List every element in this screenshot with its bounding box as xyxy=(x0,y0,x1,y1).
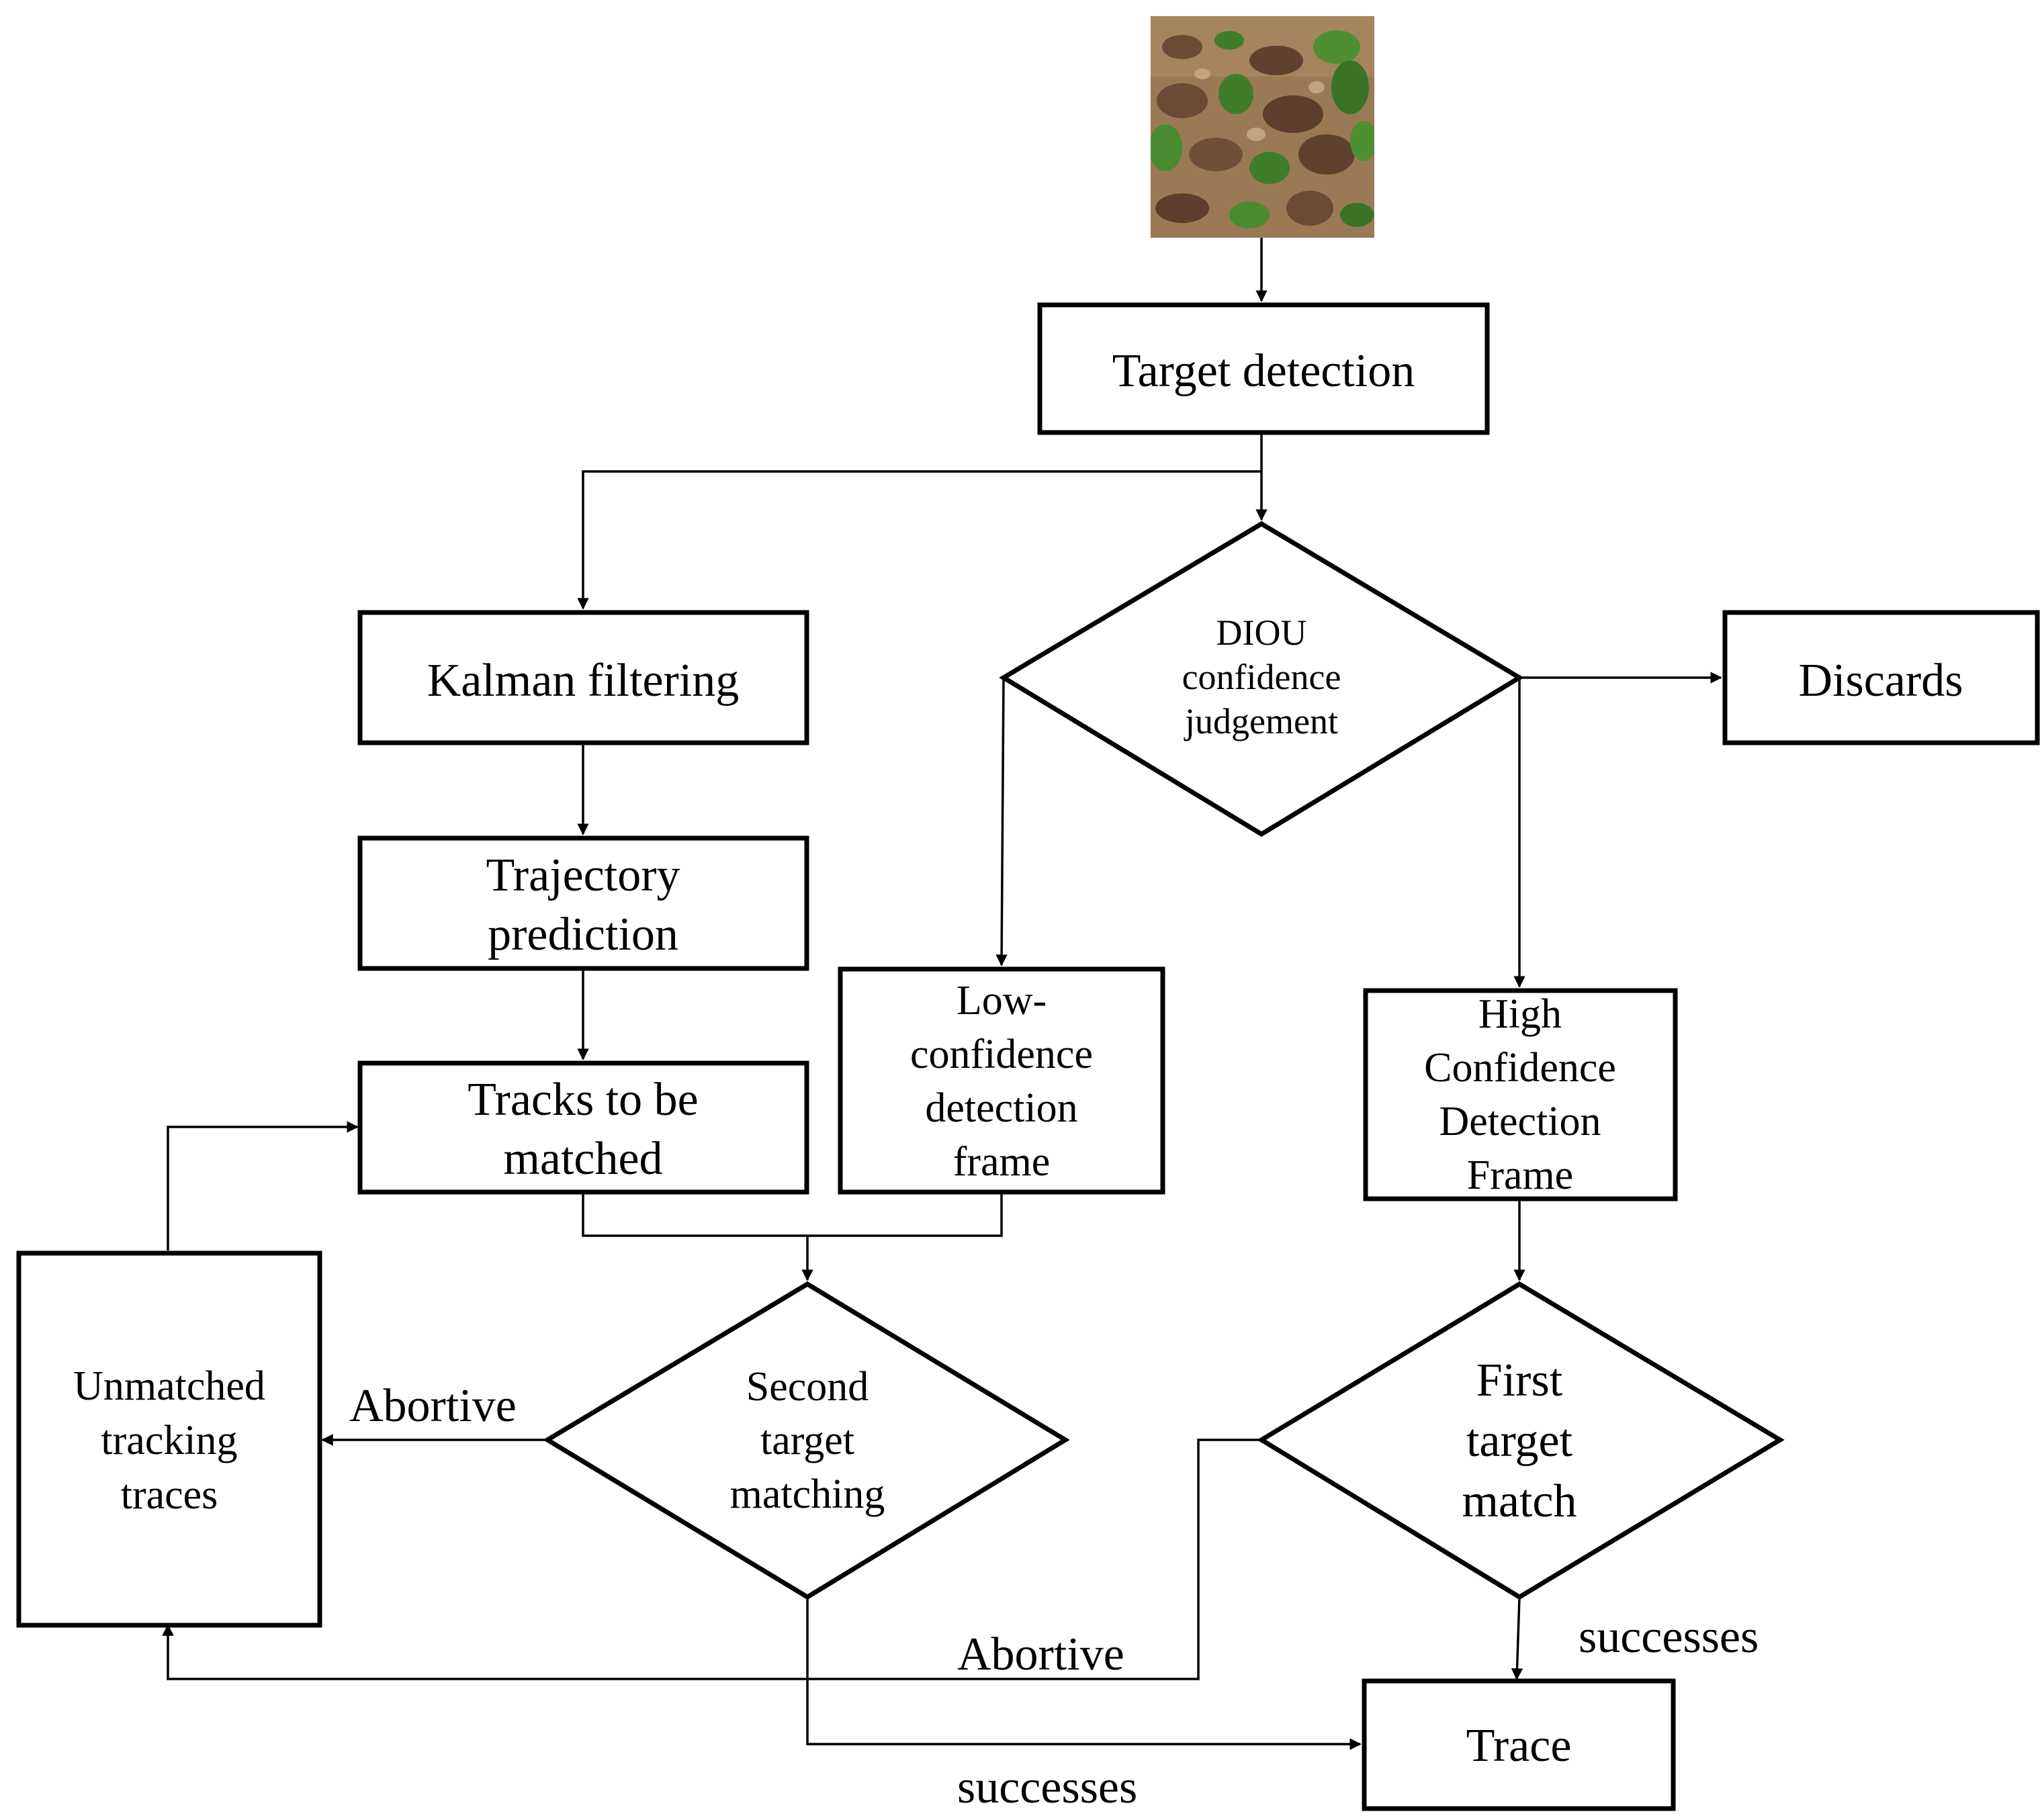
edge-tracks-to-second-matching xyxy=(582,1192,1003,1280)
high-confidence-line-2: Confidence xyxy=(1424,1045,1616,1091)
high-confidence-line-1: High xyxy=(1478,991,1562,1037)
second-matching-line-2: target xyxy=(760,1418,854,1463)
trace-label: Trace xyxy=(1466,1720,1572,1772)
unmatched-traces-line-2: tracking xyxy=(101,1418,237,1463)
unmatched-traces-line-1: Unmatched xyxy=(73,1363,265,1409)
first-match-diamond: First target match xyxy=(1257,1281,1785,1600)
diou-judgement-line-1: DIOU xyxy=(1216,612,1307,653)
edge-detection-to-kalman xyxy=(577,470,1261,610)
kalman-filtering-box: Kalman filtering xyxy=(357,610,809,745)
diou-judgement-diamond: DIOU confidence judgement xyxy=(999,520,1524,837)
trajectory-prediction-line-1: Trajectory xyxy=(486,850,680,901)
high-confidence-line-4: Frame xyxy=(1467,1152,1573,1198)
high-confidence-frame-box: High Confidence Detection Frame xyxy=(1363,988,1678,1201)
successes-label-second: successes xyxy=(957,1762,1137,1813)
abortive-label-first: Abortive xyxy=(957,1629,1124,1680)
first-match-line-3: match xyxy=(1462,1475,1577,1527)
low-confidence-line-3: detection xyxy=(925,1085,1077,1131)
tracks-to-be-matched-line-1: Tracks to be xyxy=(468,1074,699,1126)
edge-unmatched-to-tracks xyxy=(167,1121,359,1250)
trajectory-prediction-box: Trajectory prediction xyxy=(357,835,809,971)
second-matching-line-3: matching xyxy=(730,1471,885,1517)
tracks-to-be-matched-box: Tracks to be matched xyxy=(357,1060,809,1195)
edge-diou-to-low-confidence xyxy=(995,677,1008,966)
first-match-line-1: First xyxy=(1476,1355,1563,1406)
unmatched-traces-box: Unmatched tracking traces xyxy=(16,1250,322,1628)
low-confidence-line-4: frame xyxy=(953,1139,1051,1185)
low-confidence-line-2: confidence xyxy=(910,1032,1093,1077)
successes-label-first: successes xyxy=(1579,1611,1759,1663)
edge-first-match-successes xyxy=(1511,1596,1523,1680)
diou-judgement-line-2: confidence xyxy=(1182,657,1341,697)
abortive-label-second: Abortive xyxy=(349,1380,517,1432)
trace-box: Trace xyxy=(1362,1678,1676,1811)
low-confidence-line-1: Low- xyxy=(957,978,1047,1023)
discards-box: Discards xyxy=(1722,610,2040,745)
target-detection-label: Target detection xyxy=(1112,345,1415,397)
edge-first-match-abortive xyxy=(162,1439,1261,1680)
second-matching-diamond: Second target matching xyxy=(543,1281,1070,1600)
discards-label: Discards xyxy=(1799,655,1963,707)
low-confidence-frame-box: Low- confidence detection frame xyxy=(838,966,1165,1195)
trajectory-prediction-line-2: prediction xyxy=(488,909,678,960)
high-confidence-line-3: Detection xyxy=(1439,1099,1601,1144)
first-match-line-2: target xyxy=(1466,1415,1573,1467)
edge-second-matching-successes xyxy=(806,1597,1362,1750)
kalman-filtering-label: Kalman filtering xyxy=(427,655,740,707)
input-photo xyxy=(1151,16,1374,238)
unmatched-traces-line-3: traces xyxy=(121,1472,218,1518)
tracks-to-be-matched-line-2: matched xyxy=(503,1133,662,1185)
second-matching-line-1: Second xyxy=(746,1364,869,1410)
diou-judgement-line-3: judgement xyxy=(1184,701,1338,741)
target-detection-box: Target detection xyxy=(1037,302,1490,435)
